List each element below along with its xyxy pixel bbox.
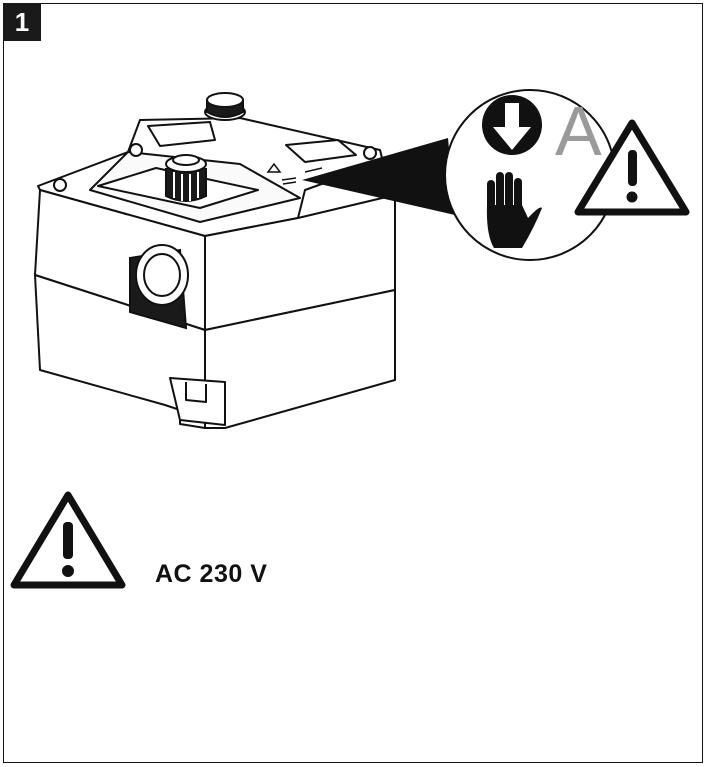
- adjustment-knob: [165, 154, 207, 202]
- step-number-badge: 1: [3, 3, 41, 41]
- arrow-down-circle-icon: [482, 95, 542, 155]
- callout-letter: A: [555, 92, 602, 170]
- cable-gland: [129, 244, 189, 330]
- callout-pointer: [302, 138, 455, 215]
- callout-circle: [444, 89, 616, 261]
- top-knob: [204, 92, 246, 121]
- switch-markings: [266, 162, 323, 185]
- voltage-label: AC 230 V: [155, 560, 268, 588]
- figure-frame: [3, 3, 703, 763]
- warning-triangle-icon: [574, 119, 690, 216]
- actuator-housing: [34, 117, 396, 429]
- warning-triangle-icon: [10, 491, 126, 589]
- hand-icon: [486, 172, 542, 248]
